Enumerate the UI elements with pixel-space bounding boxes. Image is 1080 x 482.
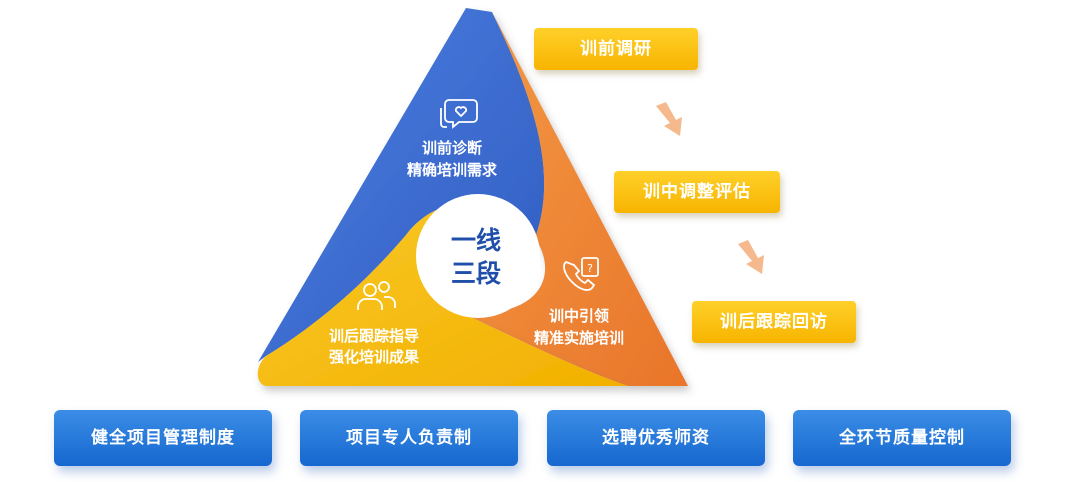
chat-heart-icon [440, 99, 478, 129]
svg-text:?: ? [587, 262, 593, 275]
arrow-down-icon [656, 102, 682, 136]
center-line2: 三段 [451, 259, 501, 288]
segment-pretraining [258, 8, 545, 362]
step-post-followup: 训后跟踪回访 [692, 301, 856, 343]
people-icon [357, 281, 396, 310]
pillar-dedicated-owner: 项目专人负责制 [300, 410, 518, 466]
segment-posttraining-line1: 训后跟踪指导 [329, 327, 419, 345]
arrow-down-icon [738, 240, 764, 274]
step-pre-research: 训前调研 [534, 28, 698, 70]
pillar-management-system: 健全项目管理制度 [54, 410, 272, 466]
segment-posttraining-line2: 强化培训成果 [329, 348, 420, 366]
pillar-quality-control: 全环节质量控制 [793, 410, 1011, 466]
segment-posttraining [257, 203, 628, 386]
segment-intraining [460, 12, 688, 386]
segment-pretraining-line1: 训前诊断 [422, 139, 482, 157]
center-circle [416, 194, 540, 318]
pillar-select-teachers: 选聘优秀师资 [547, 410, 765, 466]
segment-intraining-line1: 训中引领 [549, 307, 609, 325]
segment-pretraining-line2: 精确培训需求 [407, 161, 498, 179]
segment-intraining-line2: 精准实施培训 [534, 329, 624, 347]
center-line1: 一线 [451, 226, 501, 255]
phone-question-icon: ? [563, 257, 599, 291]
step-mid-adjust: 训中调整评估 [614, 171, 780, 213]
